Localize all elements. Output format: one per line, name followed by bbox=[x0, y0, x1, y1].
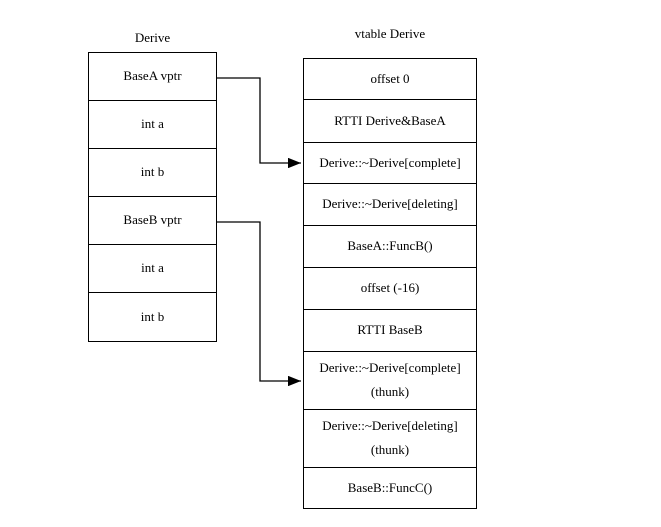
vtable-cell-dtor-complete: Derive::~Derive[complete] bbox=[304, 143, 476, 184]
vtable-cell-dtor-complete-thunk: Derive::~Derive[complete] (thunk) bbox=[304, 352, 476, 410]
vtable-box-title: vtable Derive bbox=[354, 26, 426, 41]
vtable-cell-rtti-derive-basea: RTTI Derive&BaseA bbox=[304, 100, 476, 143]
cell-label: offset (-16) bbox=[360, 280, 420, 296]
vtable-cell-basea-funcb: BaseA::FuncB() bbox=[304, 226, 476, 268]
object-cell-baseb-int-a: int a bbox=[89, 245, 216, 293]
vtable-cell-offset-0: offset 0 bbox=[304, 59, 476, 100]
vtable-cell-baseb-funcc: BaseB::FuncC() bbox=[304, 468, 476, 508]
cell-label: RTTI BaseB bbox=[357, 322, 423, 338]
cell-label: offset 0 bbox=[370, 70, 410, 86]
cell-label: int a bbox=[141, 116, 164, 132]
vtable-cell-dtor-deleting-thunk: Derive::~Derive[deleting] (thunk) bbox=[304, 410, 476, 468]
cell-label: int b bbox=[140, 308, 165, 324]
vtable-cell-rtti-baseb: RTTI BaseB bbox=[304, 310, 476, 352]
cell-label: Derive::~Derive[complete] bbox=[319, 154, 461, 170]
vtable-box: offset 0 RTTI Derive&BaseA Derive::~Deri… bbox=[303, 58, 477, 509]
object-cell-basea-int-a: int a bbox=[89, 101, 216, 149]
basea-vptr-arrow bbox=[217, 77, 301, 169]
cell-label: Derive::~Derive[complete] bbox=[319, 360, 461, 376]
object-box: BaseA vptr int a int b BaseB vptr int a … bbox=[88, 52, 217, 342]
cell-sublabel: (thunk) bbox=[370, 442, 410, 458]
object-cell-baseb-int-b: int b bbox=[89, 293, 216, 341]
object-cell-basea-int-b: int b bbox=[89, 149, 216, 197]
object-cell-basea-vptr: BaseA vptr bbox=[89, 53, 216, 101]
baseb-vptr-arrow bbox=[217, 221, 301, 387]
cell-label: Derive::~Derive[deleting] bbox=[322, 196, 458, 212]
cell-label: BaseB::FuncC() bbox=[347, 479, 433, 495]
cell-label: int a bbox=[141, 260, 164, 276]
cell-label: BaseA vptr bbox=[123, 68, 182, 84]
object-box-title: Derive bbox=[134, 30, 171, 45]
cell-label: Derive::~Derive[deleting] bbox=[322, 418, 458, 434]
cell-label: RTTI Derive&BaseA bbox=[334, 112, 446, 128]
cell-label: BaseA::FuncB() bbox=[347, 238, 433, 254]
cell-label: BaseB vptr bbox=[123, 212, 182, 228]
cell-label: int b bbox=[140, 164, 165, 180]
cell-sublabel: (thunk) bbox=[370, 384, 410, 400]
object-cell-baseb-vptr: BaseB vptr bbox=[89, 197, 216, 245]
vtable-cell-offset-minus-16: offset (-16) bbox=[304, 268, 476, 310]
vtable-cell-dtor-deleting: Derive::~Derive[deleting] bbox=[304, 184, 476, 226]
